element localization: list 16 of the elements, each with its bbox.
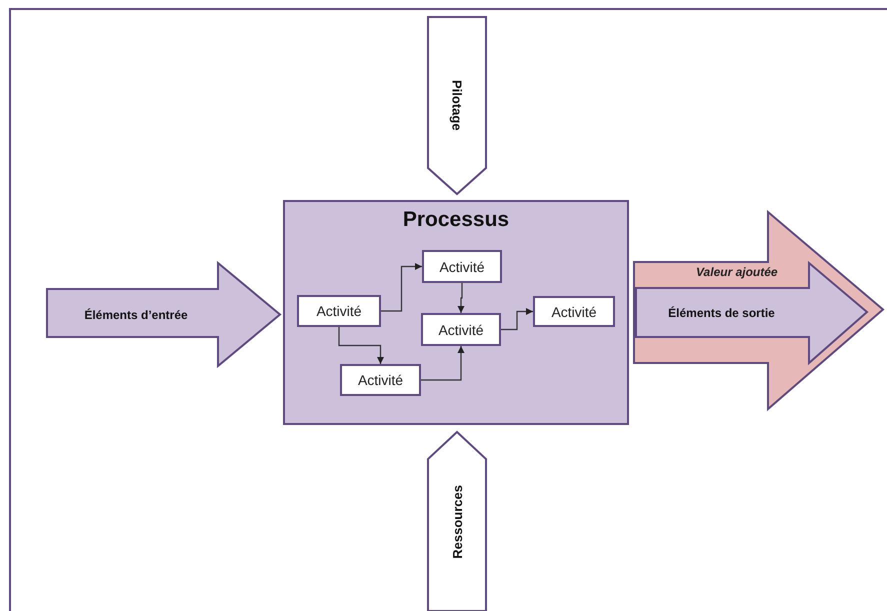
connector-arrow [501,308,533,330]
connector-arrow [421,346,465,381]
activity-box: Activité [421,313,501,346]
activity-box: Activité [422,250,502,283]
activity-box: Activité [533,296,615,327]
process-title: Processus [402,208,510,232]
connector-arrow [457,283,465,313]
connector-arrow [381,262,422,312]
band-label: Valeur ajoutée [696,265,778,279]
activity-box: Activité [297,295,381,327]
arrow-label: Pilotage [450,80,464,131]
activity-box: Activité [340,364,421,396]
arrow-label: Ressources [450,484,464,558]
arrow-label: Éléments de sortie [668,306,775,320]
connector-arrow [338,327,384,364]
arrow-label: Éléments d’entrée [84,308,188,322]
